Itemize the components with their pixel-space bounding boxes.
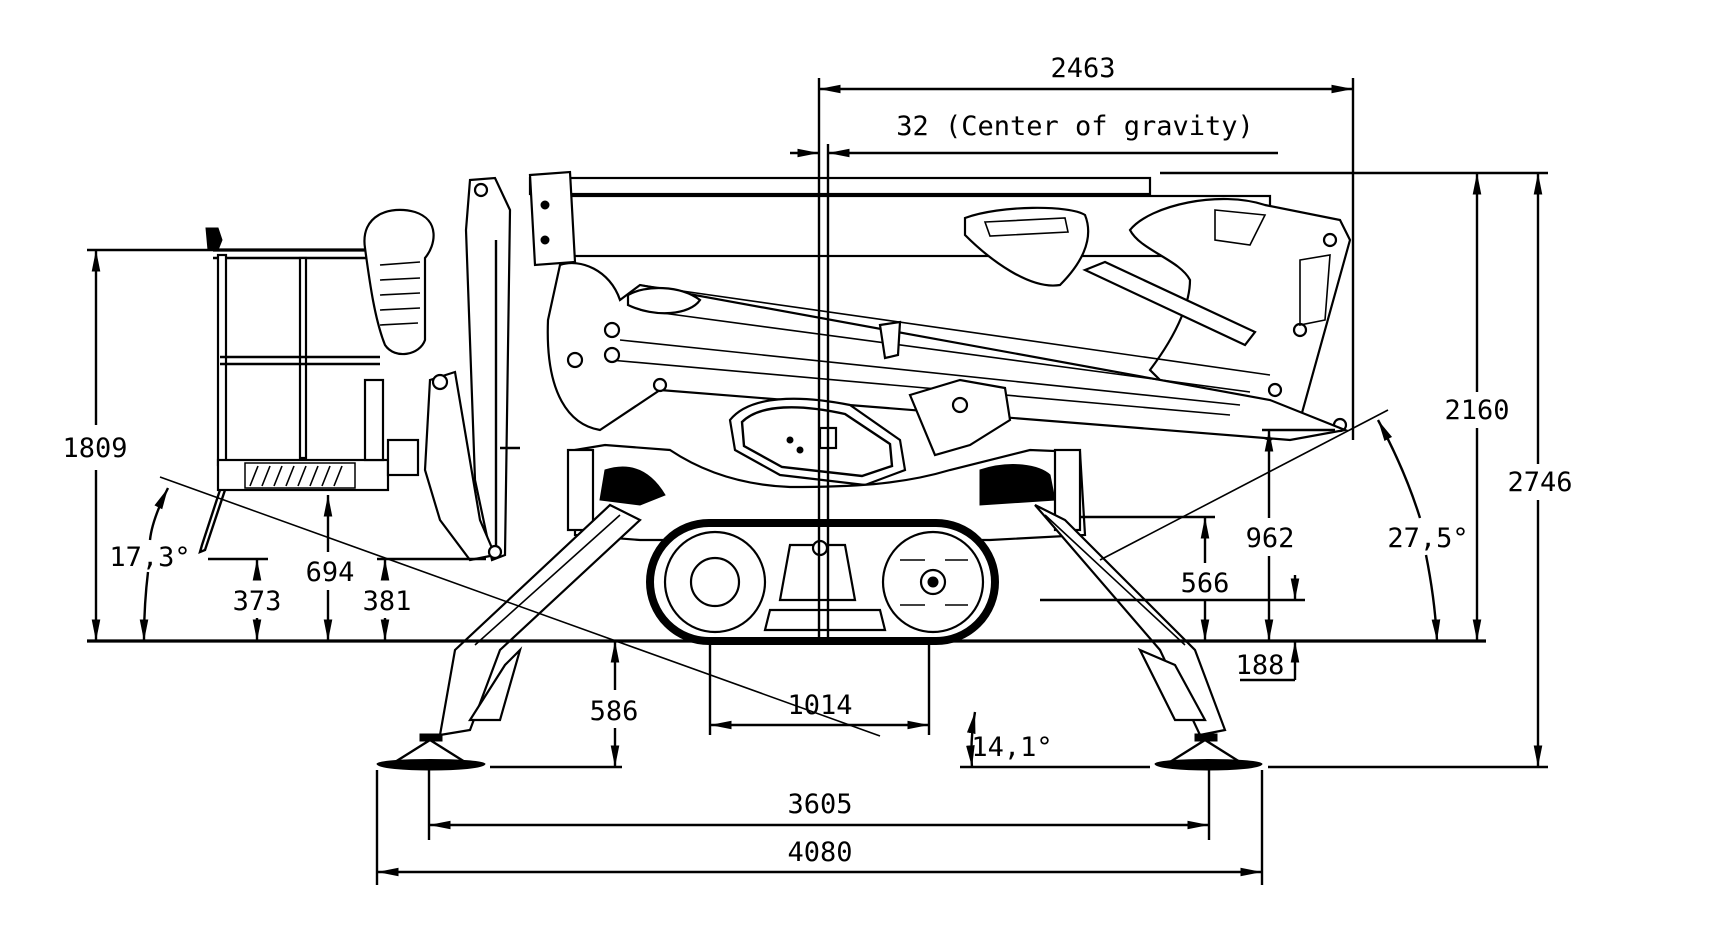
platform-basket	[198, 208, 435, 555]
turret	[728, 378, 1012, 487]
lower-boom	[546, 261, 1349, 442]
dim-jib-bottom-height: 381	[363, 586, 412, 617]
dim-platform-angle: 17,3°	[109, 542, 190, 573]
dim-pad-span-overall: 4080	[787, 837, 852, 868]
dim-center-of-gravity: 32 (Center of gravity)	[896, 111, 1254, 142]
chassis	[566, 443, 1087, 542]
dimension-labels: 2463 32 (Center of gravity) 1809 2160 27…	[62, 53, 1572, 868]
dim-chassis-top-height: 566	[1181, 568, 1230, 599]
dim-pad-span-inner: 3605	[787, 789, 852, 820]
machine	[198, 170, 1352, 771]
dimension-lines	[87, 78, 1548, 885]
dim-platform-height: 1809	[62, 433, 127, 464]
dim-ground-clearance: 188	[1236, 650, 1285, 681]
jib-arm	[423, 176, 520, 562]
outrigger-right	[1034, 504, 1263, 771]
dim-boom-angle: 27,5°	[1387, 523, 1468, 554]
dim-overall-height: 2746	[1507, 467, 1572, 498]
platform-floor-hatch	[244, 462, 356, 489]
dim-outrigger-lift: 586	[590, 696, 639, 727]
crawler-track	[646, 519, 999, 645]
dim-track-length: 1014	[787, 690, 852, 721]
outrigger-left	[376, 503, 642, 771]
dim-platform-floor-height: 694	[306, 557, 355, 588]
dim-boom-top-height: 2160	[1444, 395, 1509, 426]
dim-platform-step-height: 373	[233, 586, 282, 617]
dim-boom-reach-top: 2463	[1050, 53, 1115, 84]
dim-ramp-angle: 14,1°	[971, 732, 1052, 763]
dim-boom-pivot-height: 962	[1246, 523, 1295, 554]
